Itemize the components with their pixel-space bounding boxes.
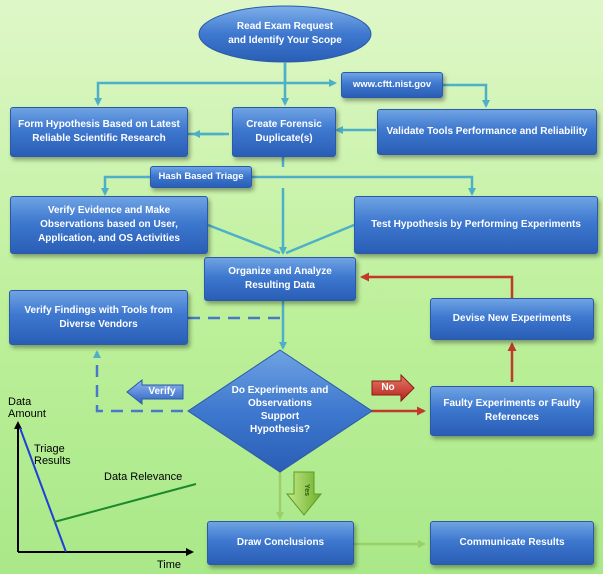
conclusions-label: Draw Conclusions (236, 537, 325, 548)
verify-findings-box: Verify Findings with Tools from Diverse … (9, 290, 188, 345)
verify-findings-label: Verify Findings with Tools from Diverse … (24, 304, 173, 330)
data-triage-graph (14, 421, 197, 556)
yes-arrow-label: Yes (303, 483, 310, 497)
communicate-label: Communicate Results (459, 537, 565, 548)
decision-diamond-shape (187, 349, 373, 473)
faulty-box: Faulty Experiments or Faulty References (430, 386, 594, 436)
yes-arrow-shape (285, 471, 323, 516)
validate-box: Validate Tools Performance and Reliabili… (377, 109, 597, 155)
triage-line (19, 427, 67, 553)
validate-label: Validate Tools Performance and Reliabili… (386, 126, 588, 137)
devise-label: Devise New Experiments (452, 313, 572, 324)
decision-node: Do Experiments and Observations Support … (231, 385, 329, 435)
graph-x-label: Time (157, 559, 182, 571)
verify-arrow-shape (126, 378, 184, 406)
hypothesis-label: Form Hypothesis Based on Latest Reliable… (18, 119, 180, 144)
organize-box: Organize and Analyze Resulting Data (204, 257, 356, 301)
start-node: Read Exam Request and Identify Your Scop… (228, 21, 342, 46)
no-arrow-shape (371, 373, 415, 403)
hypothesis-box: Form Hypothesis Based on Latest Reliable… (10, 107, 188, 157)
website-label: www.cftt.nist.gov (352, 79, 432, 90)
faulty-label: Faulty Experiments or Faulty References (443, 398, 581, 423)
communicate-box: Communicate Results (430, 521, 594, 565)
devise-box: Devise New Experiments (430, 298, 594, 340)
verify-evidence-label: Verify Evidence and Make Observations ba… (38, 205, 180, 244)
relevance-line (53, 483, 197, 523)
test-hypothesis-box: Test Hypothesis by Performing Experiment… (354, 196, 598, 254)
triage-label: Hash Based Triage (158, 171, 244, 182)
verify-arrow-label: Verify (148, 386, 176, 397)
duplicates-label: Create Forensic Duplicate(s) (246, 119, 322, 144)
organize-label: Organize and Analyze Resulting Data (228, 266, 332, 291)
triage-box: Hash Based Triage (150, 166, 252, 188)
graph-relevance-label: Data Relevance (104, 471, 183, 483)
graph-y-label: Data Amount (8, 396, 46, 420)
conclusions-box: Draw Conclusions (207, 521, 354, 565)
verify-evidence-box: Verify Evidence and Make Observations ba… (10, 196, 208, 254)
test-hypothesis-label: Test Hypothesis by Performing Experiment… (371, 219, 581, 230)
graph-triage-label: Triage Results (34, 443, 71, 467)
no-arrow-label: No (381, 382, 395, 393)
website-box: www.cftt.nist.gov (341, 72, 443, 98)
duplicates-box: Create Forensic Duplicate(s) (232, 107, 336, 157)
